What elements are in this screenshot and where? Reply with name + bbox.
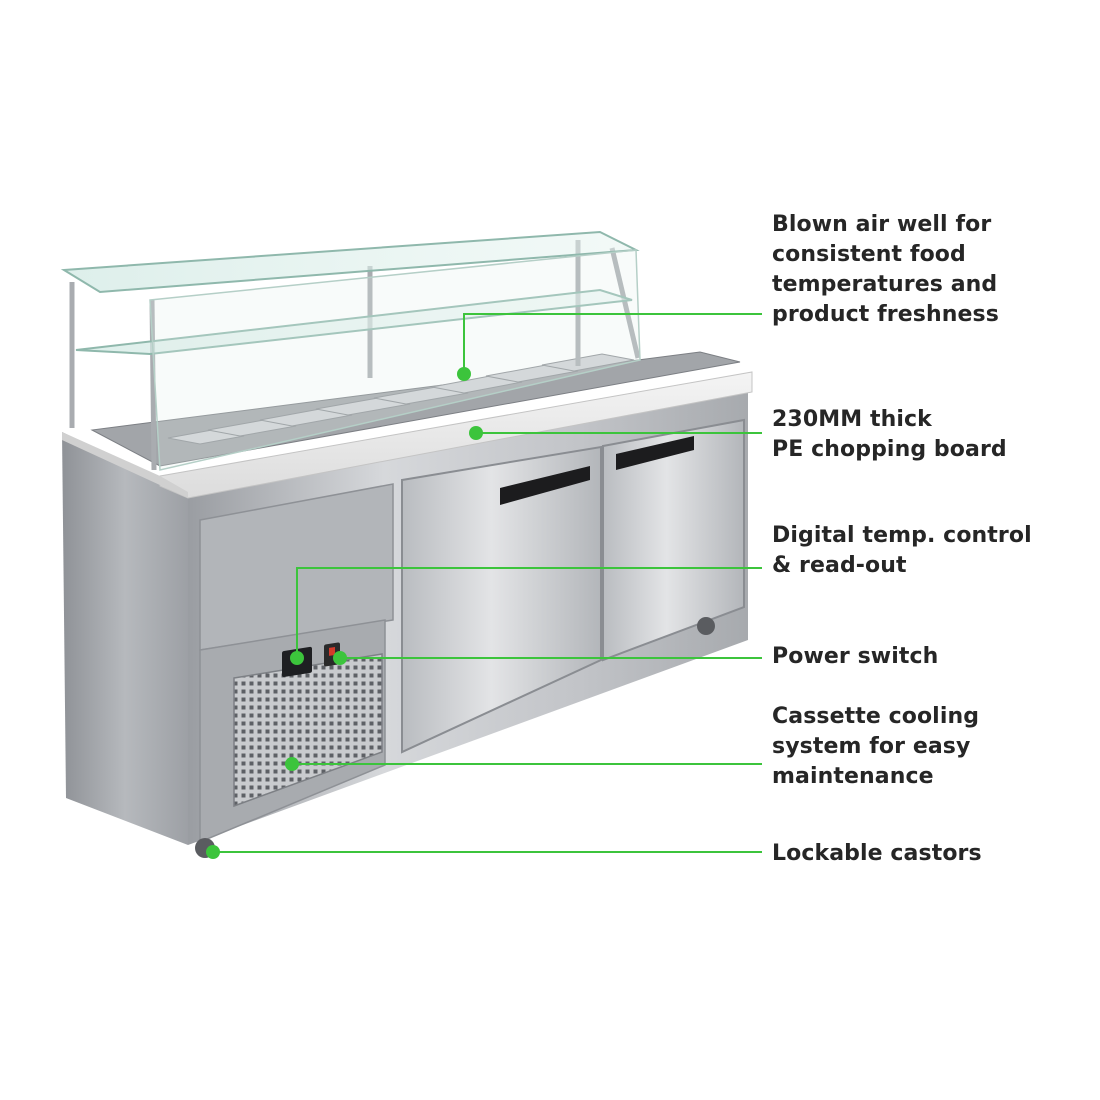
feature-text-line: system for easy: [772, 734, 971, 759]
chopping-board-edge: [62, 432, 188, 498]
feature-text-line: product freshness: [772, 302, 999, 327]
glass-middle-shelf: [75, 288, 633, 356]
feature-text-line: PE chopping board: [772, 437, 1007, 462]
callout-dots: [206, 367, 483, 859]
callout-dot-blown-air-well: [457, 367, 471, 381]
feature-text-line: Power switch: [772, 644, 939, 669]
power-switch-indicator: [329, 646, 335, 656]
castor-wheel-front-right: [697, 617, 715, 635]
left-door: [401, 445, 602, 754]
right-door-handle: [616, 436, 694, 470]
feature-label-power-switch: Power switch: [772, 642, 938, 672]
feature-text-line: Blown air well for: [772, 212, 992, 237]
feature-text-line: & read-out: [772, 553, 907, 578]
callout-dot-chopping-board: [469, 426, 483, 440]
feature-text-line: Lockable castors: [772, 841, 982, 866]
glass-front-panel: [149, 249, 641, 471]
feature-label-digital-temp-control: Digital temp. control & read-out: [772, 521, 1032, 581]
callout-lines: [213, 313, 762, 853]
feature-label-lockable-castors: Lockable castors: [772, 839, 982, 869]
feature-text-line: Cassette cooling: [772, 704, 980, 729]
right-door: [602, 418, 745, 662]
feature-label-chopping-board: 230MM thick PE chopping board: [772, 405, 1007, 465]
gastronorm-pans: [167, 353, 635, 445]
feature-text-line: 230MM thick: [772, 407, 932, 432]
feature-text-line: Digital temp. control: [772, 523, 1032, 548]
callout-line-digital-temp-control: [296, 567, 762, 658]
feature-label-blown-air-well: Blown air well for consistent food tempe…: [772, 210, 999, 330]
feature-label-cassette-cooling: Cassette cooling system for easy mainten…: [772, 702, 979, 792]
feature-text-line: maintenance: [772, 764, 934, 789]
callout-dot-lockable-castors: [206, 845, 220, 859]
cabinet-side-panel: [62, 432, 188, 845]
feature-text-line: temperatures and: [772, 272, 998, 297]
callout-dot-power-switch: [333, 651, 347, 665]
callout-dot-digital-temp-control: [290, 651, 304, 665]
feature-text-line: consistent food: [772, 242, 966, 267]
callout-dot-cassette-cooling: [285, 757, 299, 771]
left-door-handle: [500, 466, 590, 505]
callout-line-blown-air-well: [463, 313, 762, 374]
